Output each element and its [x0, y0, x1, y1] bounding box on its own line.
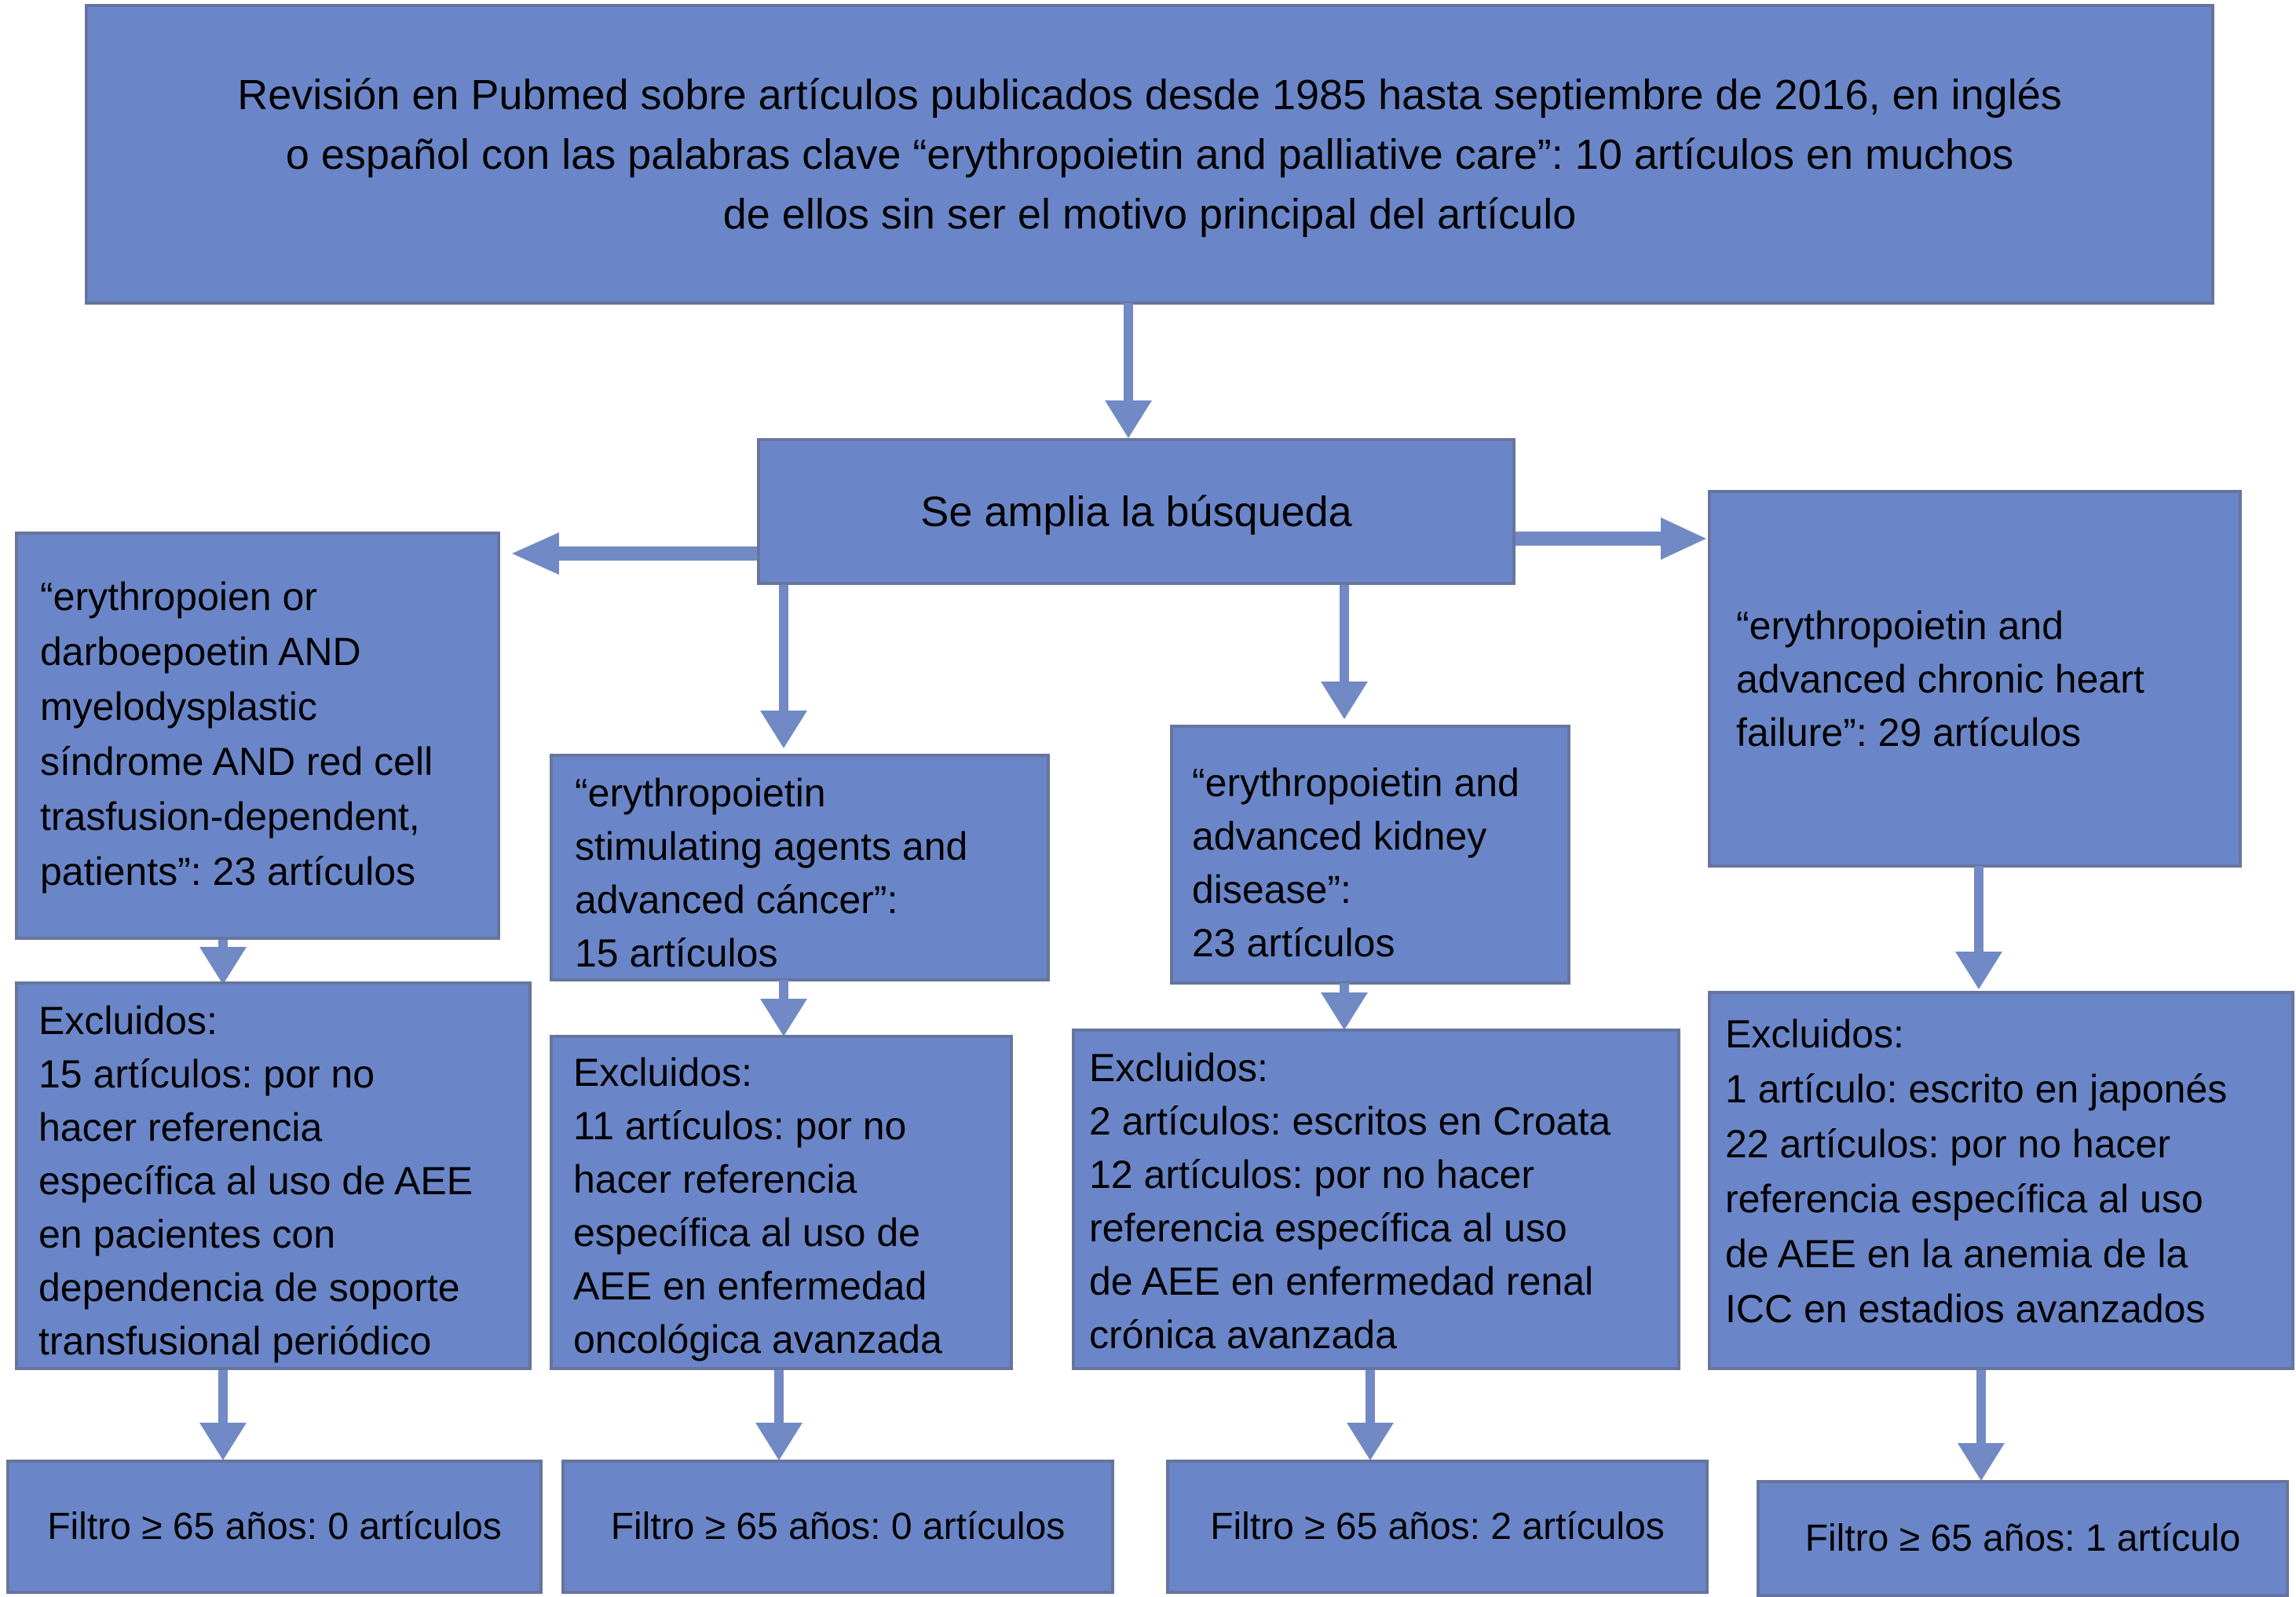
- arrow-stem: [1340, 585, 1349, 682]
- arrow-head-down-icon: [760, 999, 807, 1036]
- arrow-stem: [779, 585, 788, 711]
- query-box-4: “erythropoietin and advanced chronic hea…: [1708, 490, 2242, 868]
- arrow-stem: [1366, 1370, 1375, 1423]
- arrow-head-right-icon: [1661, 517, 1706, 560]
- arrow-stem: [779, 980, 788, 1000]
- query-box-3: “erythropoietin and advanced kidney dise…: [1170, 725, 1570, 985]
- arrow-stem: [1974, 866, 1983, 952]
- expand-search-box: Se amplia la búsqueda: [757, 438, 1515, 585]
- arrow-head-down-icon: [1958, 1443, 2005, 1481]
- excluded-box-2: Excluidos: 11 artículos: por no hacer re…: [550, 1035, 1013, 1370]
- arrow-head-down-icon: [1105, 400, 1152, 438]
- arrow-stem: [774, 1370, 784, 1423]
- review-summary-box: Revisión en Pubmed sobre artículos publi…: [85, 4, 2214, 305]
- arrow-head-down-icon: [199, 1423, 247, 1460]
- query-box-2: “erythropoietin stimulating agents and a…: [550, 754, 1050, 981]
- excluded-box-3: Excluidos: 2 artículos: escritos en Croa…: [1072, 1029, 1680, 1370]
- arrow-stem: [559, 546, 757, 561]
- filter-box-3: Filtro ≥ 65 años: 2 artículos: [1166, 1460, 1709, 1594]
- arrow-stem: [218, 1370, 228, 1423]
- arrow-head-left-icon: [512, 532, 559, 575]
- arrow-head-down-icon: [1321, 682, 1368, 719]
- arrow-head-down-icon: [1955, 952, 2002, 989]
- arrow-head-down-icon: [199, 947, 247, 985]
- arrow-head-down-icon: [755, 1423, 803, 1460]
- arrow-stem: [1340, 983, 1349, 994]
- arrow-stem: [1124, 303, 1133, 400]
- excluded-box-1: Excluidos: 15 artículos: por no hacer re…: [15, 981, 532, 1370]
- arrow-head-down-icon: [760, 711, 807, 748]
- arrow-stem: [1515, 532, 1661, 546]
- arrow-head-down-icon: [1321, 992, 1368, 1030]
- filter-box-1: Filtro ≥ 65 años: 0 artículos: [6, 1460, 543, 1594]
- filter-box-2: Filtro ≥ 65 años: 0 artículos: [561, 1460, 1114, 1594]
- arrow-head-down-icon: [1347, 1423, 1394, 1460]
- filter-box-4: Filtro ≥ 65 años: 1 artículo: [1757, 1480, 2289, 1597]
- excluded-box-4: Excluidos: 1 artículo: escrito en japoné…: [1708, 991, 2294, 1370]
- arrow-stem: [1976, 1370, 1986, 1444]
- query-box-1: “erythropoien or darboepoetin AND myelod…: [15, 532, 500, 940]
